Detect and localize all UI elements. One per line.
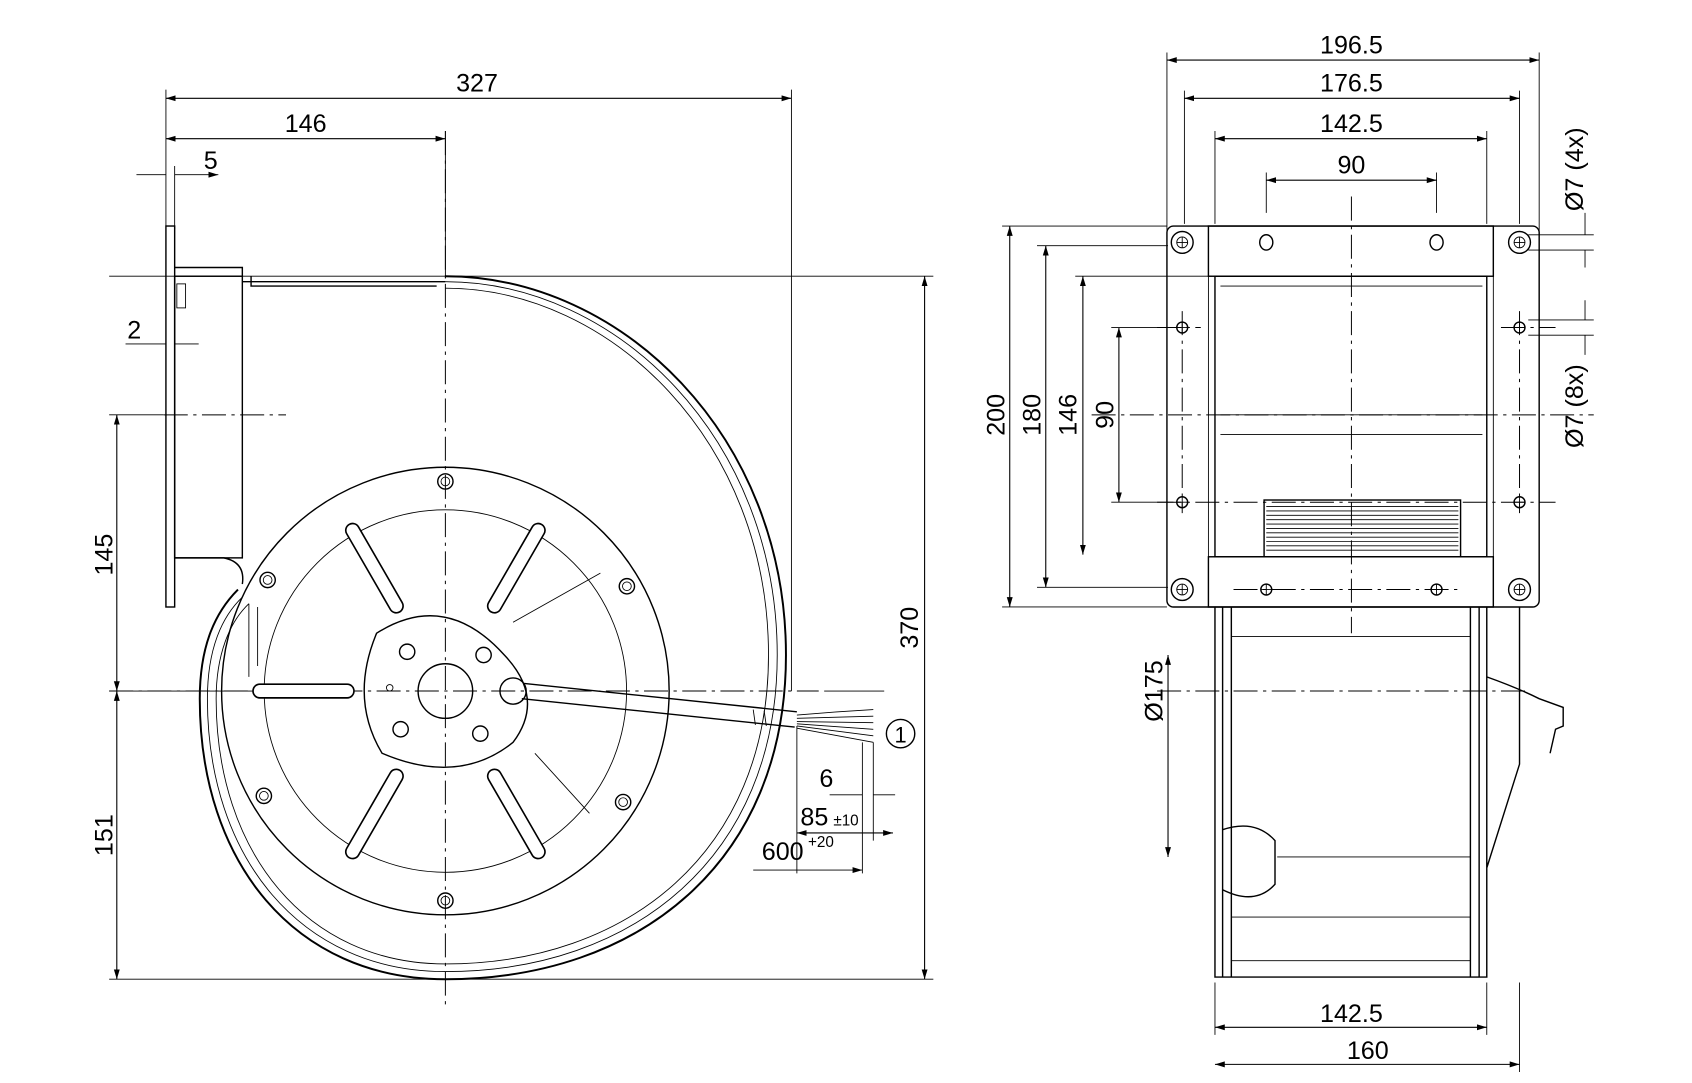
dim-5: 5 <box>204 147 218 175</box>
hole <box>437 892 454 909</box>
side-view: 1 327 146 5 2 145 151 370 6 85 ±10 600 +… <box>90 70 934 1010</box>
corner-hole <box>1507 577 1532 602</box>
dim-145: 145 <box>90 534 118 576</box>
dim-200: 200 <box>982 394 1010 436</box>
hole <box>614 793 632 811</box>
motor-cable <box>499 677 874 743</box>
callout-number: 1 <box>895 722 907 747</box>
dim-327: 327 <box>456 70 498 98</box>
hole <box>437 473 454 490</box>
callout-circle <box>885 718 916 749</box>
hole <box>259 571 276 589</box>
dim-2: 2 <box>127 316 141 344</box>
mounting-holes <box>255 473 636 909</box>
dim-600: 600 <box>762 838 804 866</box>
dim-146-vertical: 146 <box>1054 394 1082 436</box>
hub-hole <box>471 725 489 742</box>
hub-hole <box>398 643 416 661</box>
hole <box>255 787 273 805</box>
dim-600-tolerance: +20 <box>808 834 834 851</box>
dim-90-vertical: 90 <box>1091 401 1119 429</box>
dim-196-5: 196.5 <box>1320 32 1383 60</box>
corner-hole <box>1507 230 1532 255</box>
dim-370: 370 <box>896 607 924 649</box>
note-hole-4x: Ø7 (4x) <box>1561 127 1589 211</box>
hub-hole <box>392 720 409 738</box>
dim-151: 151 <box>90 814 118 856</box>
volute-outline <box>198 275 787 981</box>
motor <box>1263 499 1462 558</box>
dim-146: 146 <box>285 110 327 138</box>
dim-180: 180 <box>1018 394 1046 436</box>
dim-142-5-top: 142.5 <box>1320 110 1383 138</box>
dim-90-top: 90 <box>1337 152 1365 180</box>
dim-160: 160 <box>1347 1037 1389 1065</box>
dim-85-tolerance: ±10 <box>833 812 858 829</box>
note-hole-8x: Ø7 (8x) <box>1561 364 1589 448</box>
spokes <box>252 522 546 860</box>
front-view: Ø175 196.5 176.5 142.5 90 200 180 146 90… <box>982 32 1594 1073</box>
dim-6: 6 <box>819 765 833 793</box>
dim-176-5: 176.5 <box>1320 70 1383 98</box>
hole <box>618 577 636 595</box>
hub-hole <box>475 646 492 664</box>
corner-hole <box>1170 577 1194 602</box>
corner-hole <box>1170 230 1194 255</box>
dim-142-5-bottom: 142.5 <box>1320 1000 1383 1028</box>
dim-85: 85 <box>800 803 828 831</box>
dim-diameter-175: Ø175 <box>1141 660 1169 721</box>
flange-holes <box>1170 230 1532 602</box>
